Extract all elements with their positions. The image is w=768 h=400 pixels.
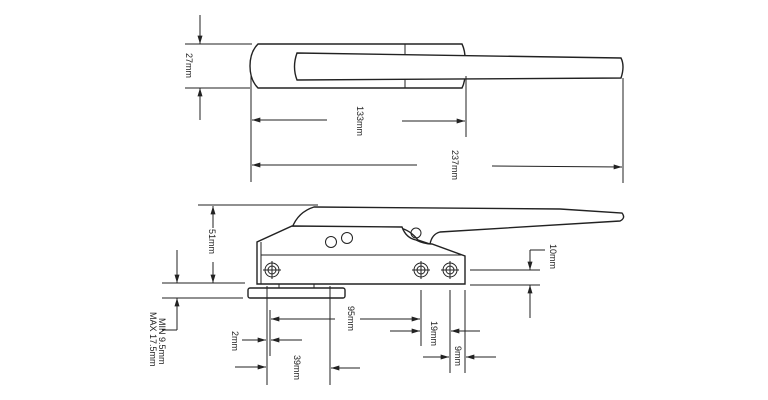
top-view: 27mm 133mm 237mm <box>184 15 624 183</box>
side-view: 51mm MIN 9.5mm MAX 17.5mm 10mm 95mm 19mm <box>148 204 625 385</box>
edge-2mm-label: 2mm <box>230 331 240 351</box>
hole <box>325 236 337 248</box>
base-plate <box>247 287 346 299</box>
length-133mm-label: 133mm <box>355 106 365 136</box>
hole <box>341 232 353 244</box>
hole <box>410 227 422 239</box>
spacing-95mm-label: 95mm <box>346 306 356 331</box>
height-27mm-label: 27mm <box>184 53 194 78</box>
pitch-19mm-label: 19mm <box>429 321 439 346</box>
handle-top <box>293 52 624 81</box>
width-39mm-label: 39mm <box>292 355 302 380</box>
offset-10mm-label: 10mm <box>548 244 558 269</box>
height-51mm-label: 51mm <box>207 229 217 254</box>
screw-icon <box>263 261 281 279</box>
max-spacer-label: MAX 17.5mm <box>148 312 158 367</box>
length-237mm-label: 237mm <box>450 150 460 180</box>
offset-9mm-label: 9mm <box>453 346 463 366</box>
min-spacer-label: MIN 9.5mm <box>157 318 167 365</box>
screw-icon <box>441 261 459 279</box>
screw-icon <box>412 261 430 279</box>
